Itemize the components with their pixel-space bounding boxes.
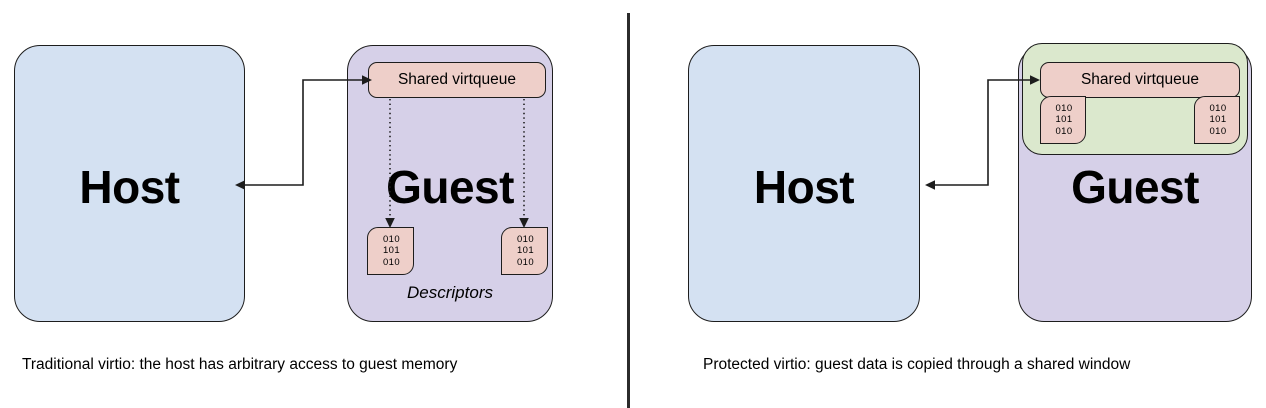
descriptor-line: 101 <box>516 245 535 257</box>
panel-protected-virtio: Host Guest Shared virtqueue 010 101 010 … <box>627 0 1266 408</box>
descriptor-line: 010 <box>382 233 401 245</box>
caption-protected: Protected virtio: guest data is copied t… <box>703 356 1131 373</box>
descriptor-box-protected-1: 010 101 010 <box>1040 96 1086 144</box>
descriptors-label-traditional: Descriptors <box>407 283 493 302</box>
panel-traditional-virtio: Host Guest Shared virtqueue 010 101 010 … <box>0 0 627 408</box>
descriptor-line: 010 <box>516 256 535 268</box>
host-label-protected: Host <box>753 161 855 213</box>
descriptor-box-protected-2: 010 101 010 <box>1194 96 1240 144</box>
descriptor-line: 101 <box>1209 114 1227 126</box>
shared-virtqueue-traditional: Shared virtqueue <box>368 62 546 98</box>
descriptor-box-traditional-2: 010 101 010 <box>501 227 548 275</box>
descriptor-line: 101 <box>1055 114 1073 126</box>
host-box-protected <box>688 45 920 322</box>
descriptor-box-traditional-1: 010 101 010 <box>367 227 414 275</box>
descriptor-line: 010 <box>1209 125 1227 137</box>
host-box-traditional <box>14 45 245 322</box>
descriptor-line: 010 <box>382 256 401 268</box>
guest-label-protected: Guest <box>1071 161 1199 213</box>
host-label-traditional: Host <box>79 161 180 213</box>
descriptor-line: 010 <box>1055 102 1073 114</box>
guest-label-traditional: Guest <box>386 161 514 213</box>
descriptor-line: 010 <box>1055 125 1073 137</box>
descriptor-line: 010 <box>516 233 535 245</box>
caption-traditional: Traditional virtio: the host has arbitra… <box>22 356 458 373</box>
descriptor-line: 010 <box>1209 102 1227 114</box>
shared-virtqueue-protected: Shared virtqueue <box>1040 62 1240 98</box>
descriptor-line: 101 <box>382 245 401 257</box>
panel-divider <box>627 13 630 408</box>
